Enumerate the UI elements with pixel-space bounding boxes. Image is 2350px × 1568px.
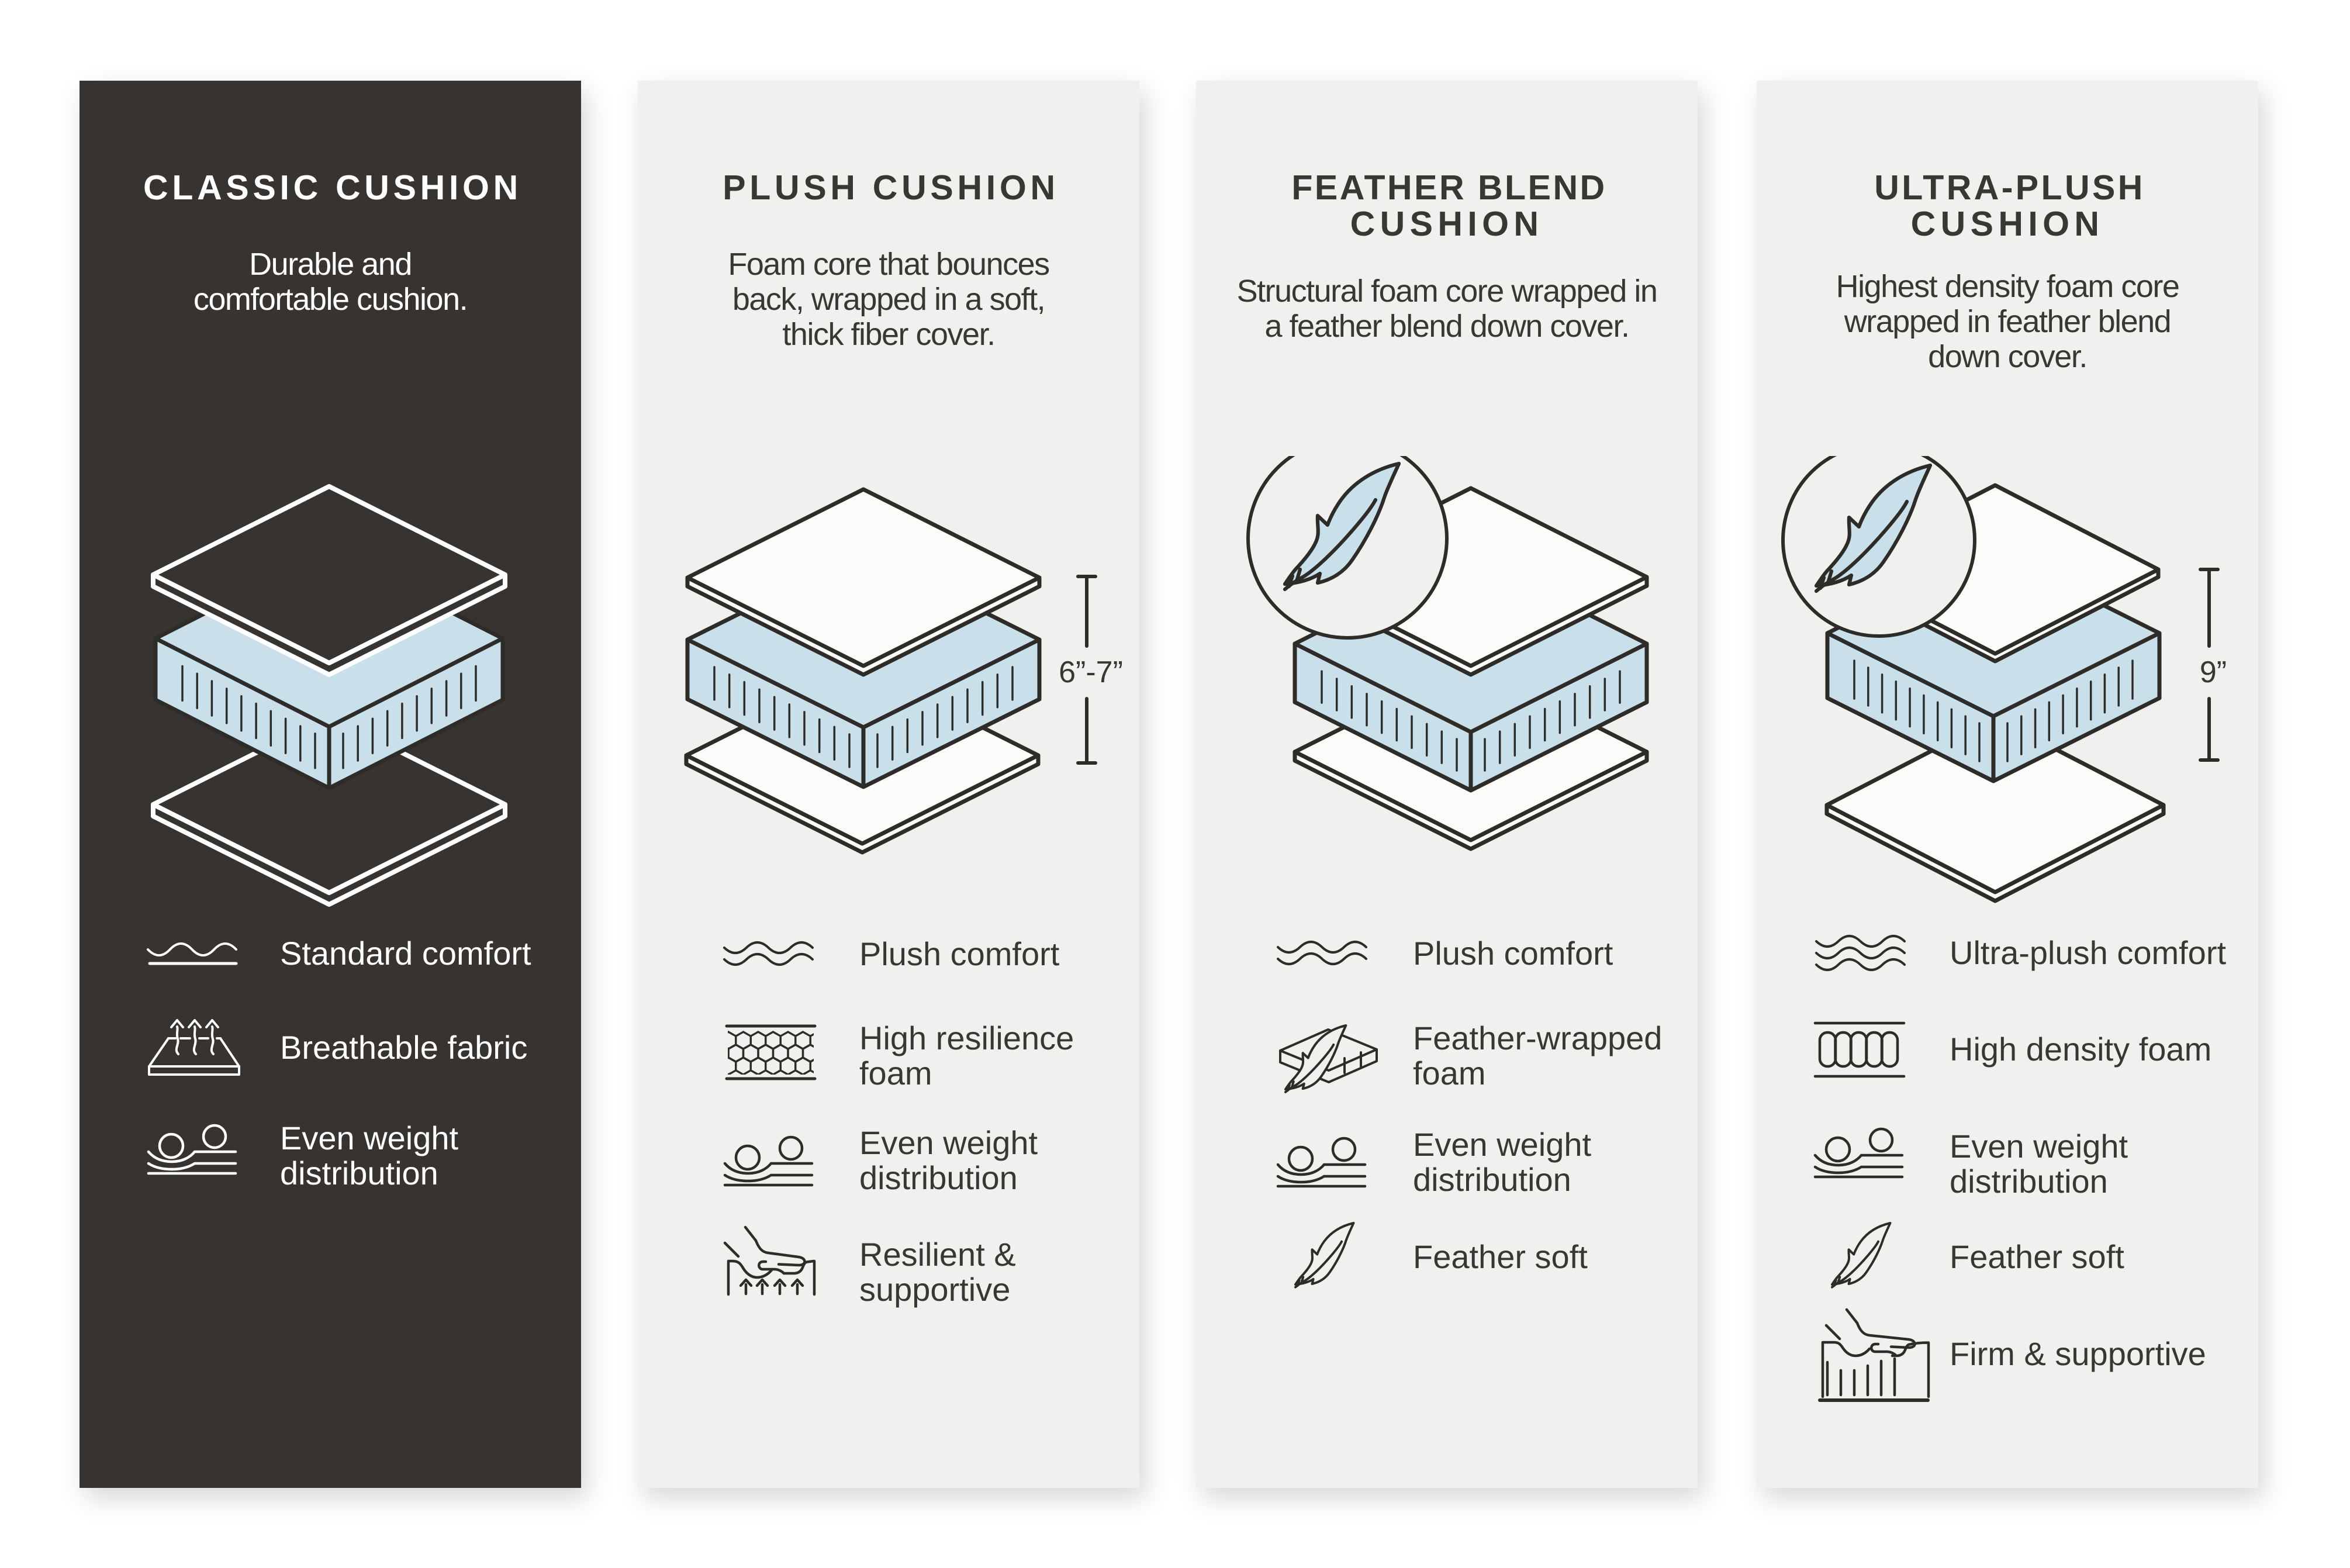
svg-text:6”-7”: 6”-7” xyxy=(1059,655,1123,689)
svg-text:9”: 9” xyxy=(2200,655,2227,689)
